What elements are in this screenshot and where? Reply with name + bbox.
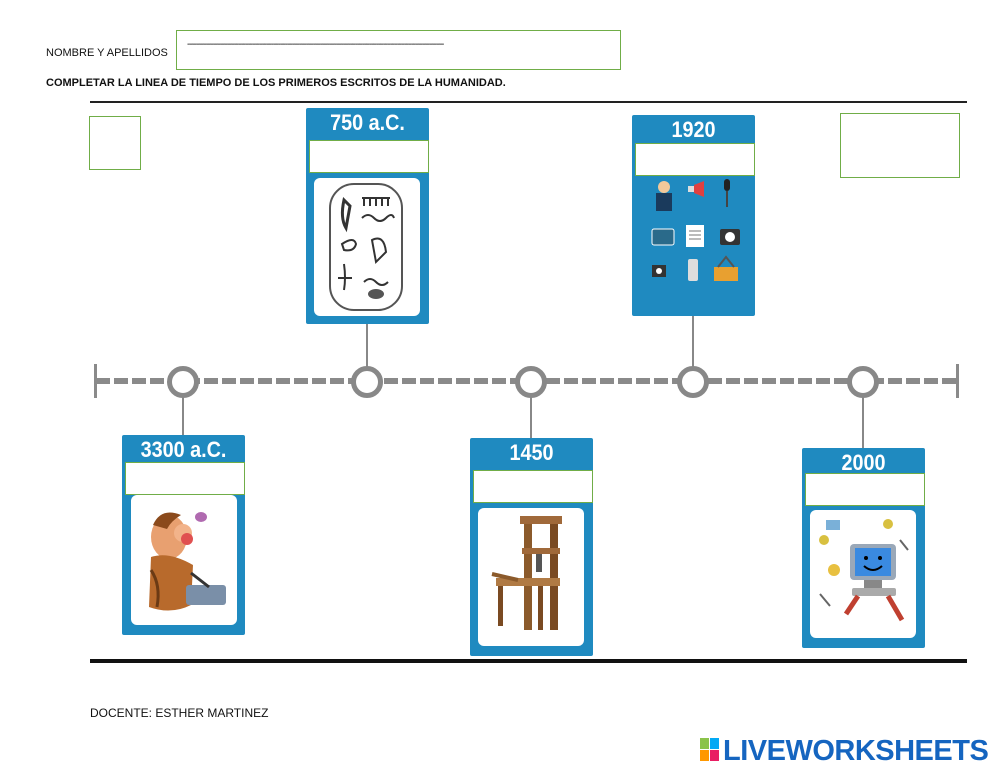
event-card-2000: 2000 xyxy=(802,448,925,648)
timeline-start-cap xyxy=(94,364,97,398)
timeline-stem xyxy=(366,324,368,369)
teacher-credit: DOCENTE: ESTHER MARTINEZ xyxy=(90,706,269,720)
event-card-750ac: 750 a.C. xyxy=(306,108,429,324)
timeline-node xyxy=(351,366,383,398)
timeline-stem xyxy=(182,396,184,436)
timeline-node xyxy=(167,366,199,398)
brand-text: LIVEWORKSHEETS xyxy=(723,735,989,767)
event-card-1920: 1920 xyxy=(632,115,755,316)
answer-field-1920[interactable] xyxy=(635,143,755,176)
liveworksheets-emblem-icon xyxy=(700,737,720,761)
event-year: 1920 xyxy=(671,117,716,142)
answer-box-right[interactable] xyxy=(840,113,960,178)
timeline-end-cap xyxy=(956,364,959,398)
answer-field-750ac[interactable] xyxy=(309,140,429,173)
hieroglyphs-icon xyxy=(314,178,420,316)
timeline-stem xyxy=(862,396,864,448)
event-card-3300ac: 3300 a.C. xyxy=(122,435,245,635)
name-input-box[interactable]: ----------------------------------------… xyxy=(176,30,621,70)
answer-field-1450[interactable] xyxy=(473,470,593,503)
timeline-stem xyxy=(530,396,532,438)
answer-box-left[interactable] xyxy=(89,116,141,170)
bottom-rule xyxy=(90,659,967,663)
name-label: NOMBRE Y APELLIDOS xyxy=(46,47,168,59)
answer-field-2000[interactable] xyxy=(805,473,925,506)
name-dashes: ----------------------------------------… xyxy=(187,39,444,50)
top-rule xyxy=(90,101,967,103)
timeline-node xyxy=(677,366,709,398)
computer-icon xyxy=(810,510,916,638)
timeline-node xyxy=(847,366,879,398)
instruction-text: COMPLETAR LA LINEA DE TIEMPO DE LOS PRIM… xyxy=(46,77,506,89)
event-year: 3300 a.C. xyxy=(140,437,227,462)
liveworksheets-logo: LIVEWORKSHEETS xyxy=(700,735,989,768)
caveman-carving-icon xyxy=(131,495,237,625)
printing-press-icon xyxy=(478,508,584,646)
mass-media-icon xyxy=(644,177,744,301)
event-year: 750 a.C. xyxy=(330,110,405,135)
timeline-stem xyxy=(692,316,694,369)
event-year: 2000 xyxy=(841,450,886,475)
event-card-1450: 1450 xyxy=(470,438,593,656)
timeline-node xyxy=(515,366,547,398)
event-year: 1450 xyxy=(509,440,554,465)
answer-field-3300ac[interactable] xyxy=(125,462,245,495)
